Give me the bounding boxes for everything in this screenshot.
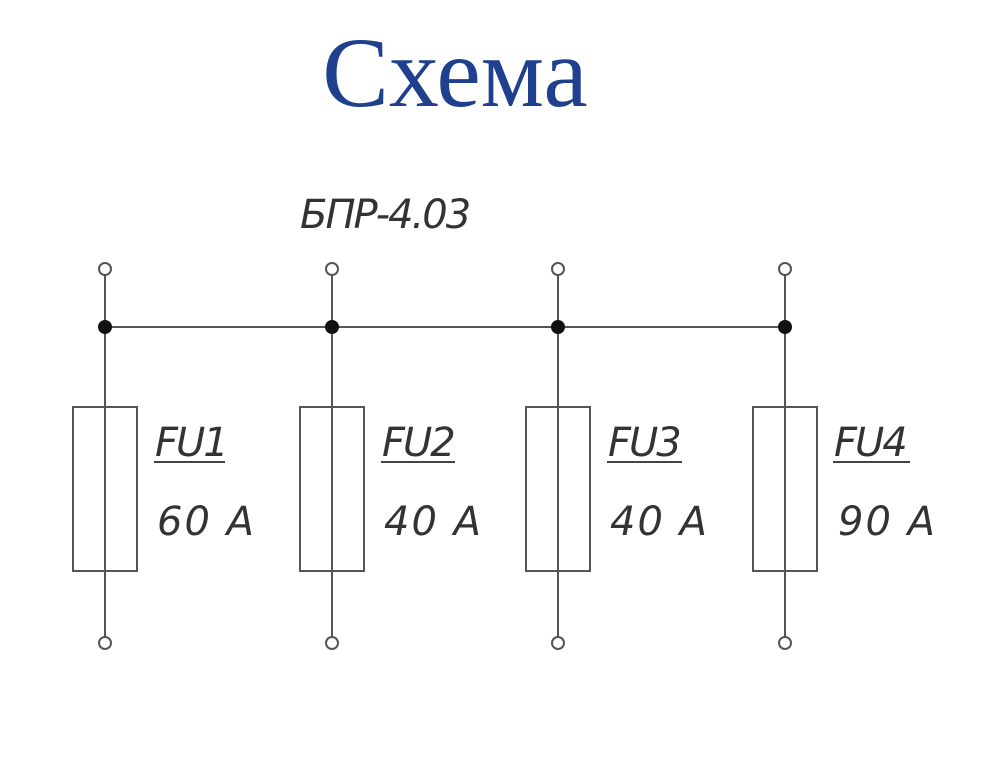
fuse-rating-label: 40 A [384,499,483,545]
page-title: Схема [322,17,588,128]
fuse-rating-label: 40 A [610,499,709,545]
junction-dot [98,320,112,334]
fuse-rating-label: 60 A [157,499,256,545]
top-terminal [98,262,112,276]
top-terminal [778,262,792,276]
fuse-name-label: FU2 [382,420,454,466]
fuse-rating-label: 90 A [838,499,937,545]
device-label: БПР-4.03 [300,192,469,238]
fuse-branch-2: FU2 40 A [299,262,483,650]
bottom-terminal [778,636,792,650]
fuse-name-label: FU1 [155,420,227,466]
junction-dot [778,320,792,334]
bottom-terminal [325,636,339,650]
top-terminal [551,262,565,276]
fuse-name-label: FU3 [608,420,680,466]
fuse-branch-1: FU1 60 A [72,262,256,650]
bottom-terminal [551,636,565,650]
junction-dot [325,320,339,334]
junction-dot [551,320,565,334]
bottom-terminal [98,636,112,650]
fuse-branch-3: FU3 40 A [525,262,709,650]
fuse-name-label: FU4 [834,420,906,466]
top-terminal [325,262,339,276]
fuse-branch-4: FU4 90 A [752,262,937,650]
